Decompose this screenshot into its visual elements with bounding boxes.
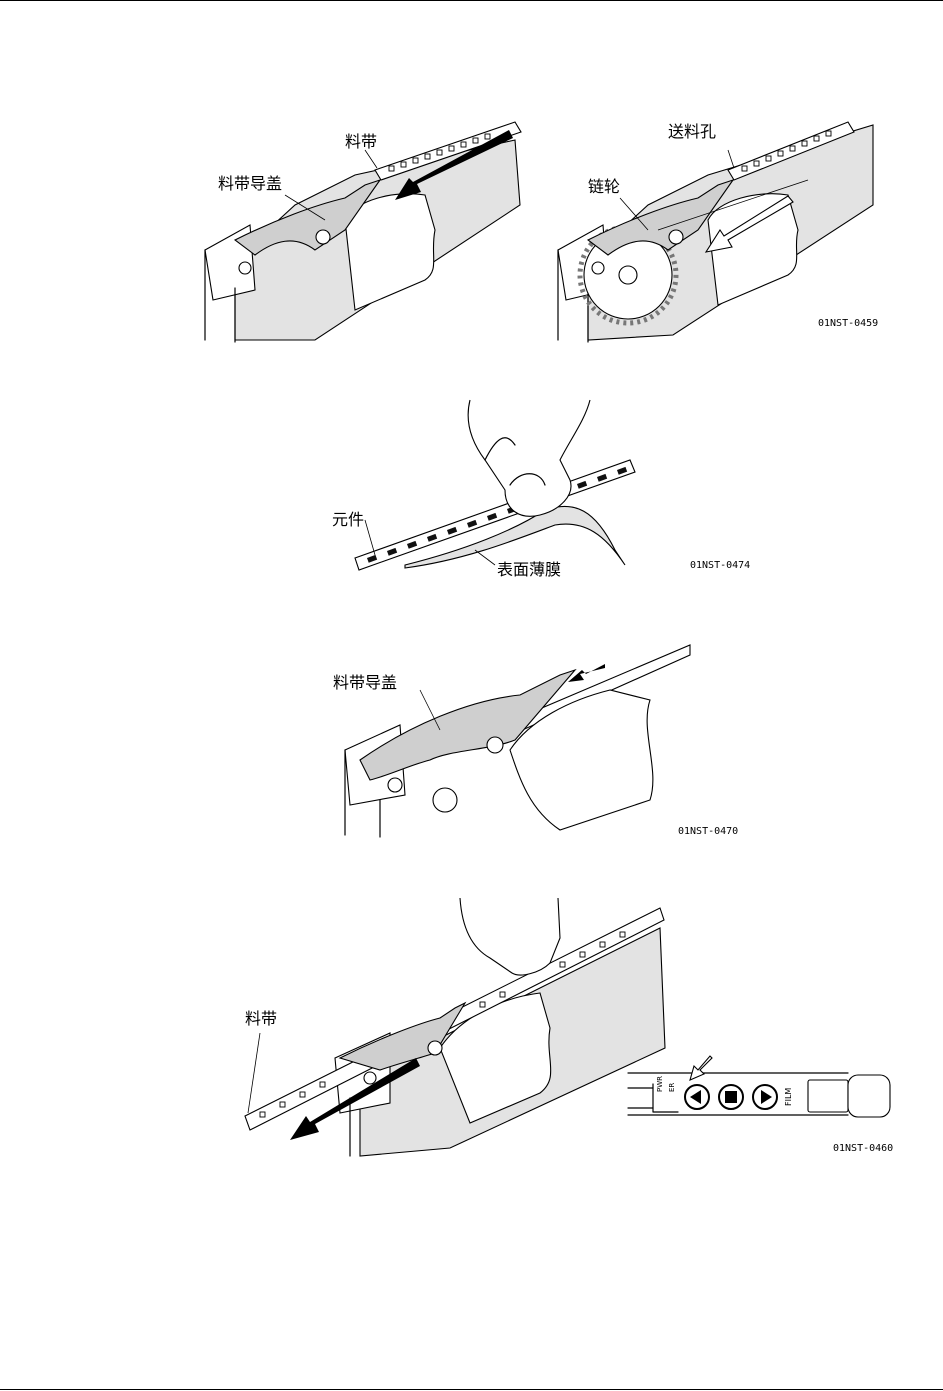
figure-code: 01NST-0459 bbox=[818, 318, 878, 329]
panel-text-er: ER bbox=[668, 1083, 676, 1092]
label-component: 元件 bbox=[332, 511, 364, 529]
panel-text-pwr: PWR bbox=[656, 1076, 664, 1092]
feeder-illustration-sprocket bbox=[548, 110, 888, 345]
label-tape: 料带 bbox=[245, 1010, 277, 1028]
feeder-illustration-tape-pull bbox=[240, 898, 670, 1158]
label-sprocket: 链轮 bbox=[588, 178, 620, 196]
figure-code: 01NST-0474 bbox=[690, 560, 750, 571]
label-feed-hole: 送料孔 bbox=[668, 123, 716, 141]
figure-code: 01NST-0460 bbox=[833, 1143, 893, 1154]
black-arrow-icon bbox=[568, 664, 605, 682]
press-arrow-icon bbox=[686, 1056, 716, 1084]
label-tape: 料带 bbox=[345, 133, 377, 151]
panel-text-film: FILM bbox=[784, 1088, 793, 1106]
top-rule bbox=[0, 0, 943, 1]
feeder-illustration-cover-close bbox=[330, 640, 700, 840]
label-tape-guide-cover: 料带导盖 bbox=[218, 175, 282, 193]
stop-square-icon bbox=[725, 1091, 737, 1103]
label-surface-film: 表面薄膜 bbox=[497, 561, 561, 579]
figure-code: 01NST-0470 bbox=[678, 826, 738, 837]
tape-peel-illustration bbox=[345, 400, 645, 585]
forward-button[interactable] bbox=[752, 1084, 778, 1110]
reverse-button[interactable] bbox=[684, 1084, 710, 1110]
feeder-control-panel: PWR ER FILM bbox=[628, 1070, 898, 1120]
forward-triangle-icon bbox=[761, 1090, 772, 1104]
stop-button[interactable] bbox=[718, 1084, 744, 1110]
reverse-triangle-icon bbox=[690, 1090, 701, 1104]
label-tape-guide-cover: 料带导盖 bbox=[333, 674, 397, 692]
bottom-rule bbox=[0, 1389, 943, 1390]
